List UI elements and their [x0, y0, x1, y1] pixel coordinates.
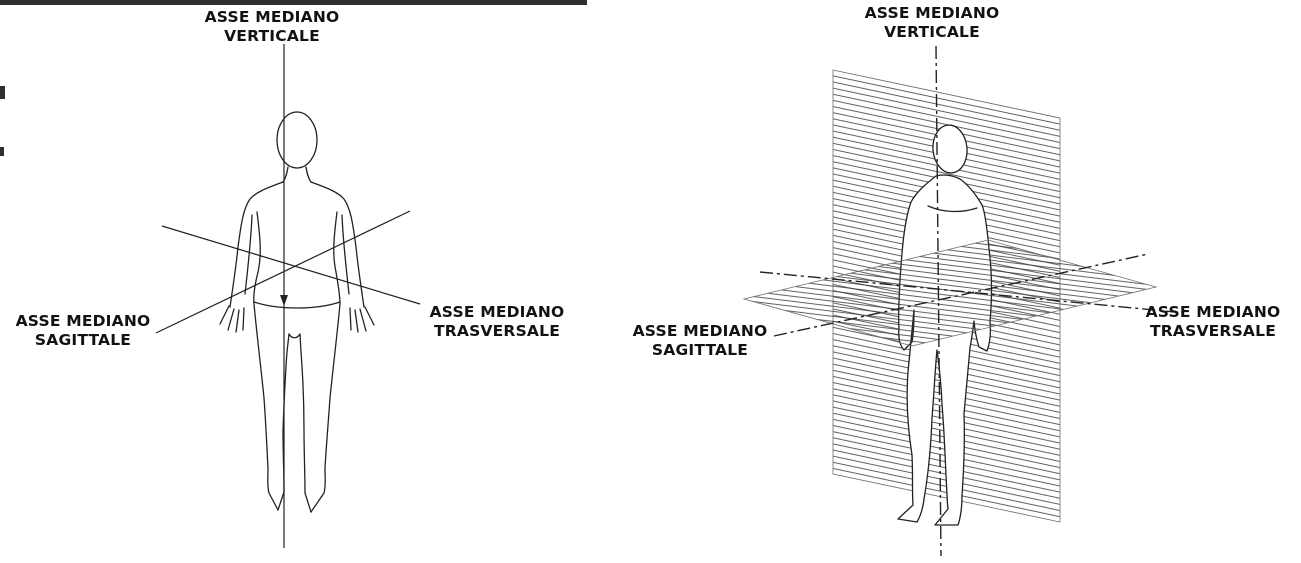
right-figure-collar-line: [927, 205, 978, 213]
scan-artifact-left-mark: [0, 86, 5, 99]
left-figure-left-leg-inner: [277, 333, 290, 511]
left-figure-left-inner-arm: [244, 214, 253, 295]
label-sagittal-axis-left: ASSE MEDIANO SAGITTALE: [16, 312, 151, 350]
left-figure-right-torso: [333, 211, 341, 305]
left-figure-crotch: [288, 333, 301, 339]
axis-arrowhead: [280, 295, 288, 306]
transverse-plane: [742, 239, 1158, 347]
left-figure-left-torso: [253, 211, 261, 305]
left-figure-waistband: [253, 301, 341, 309]
label-line: ASSE MEDIANO: [15, 312, 151, 330]
label-transverse-axis-left: ASSE MEDIANO TRASVERSALE: [430, 303, 565, 341]
label-line: ASSE MEDIANO: [864, 4, 1000, 22]
right-axes: [759, 45, 1176, 557]
scan-artifact-top-bar: [0, 0, 587, 5]
label-line: VERTICALE: [884, 23, 980, 41]
left-figure-left-arm: [229, 181, 284, 308]
label-line: ASSE MEDIANO: [632, 322, 768, 340]
diagonal-axis-line-a: [161, 225, 421, 305]
left-figure-left-hand: [219, 305, 245, 333]
label-line: TRASVERSALE: [1149, 322, 1276, 340]
label-line: SAGITTALE: [651, 341, 749, 359]
label-sagittal-axis-right: ASSE MEDIANO SAGITTALE: [633, 322, 768, 360]
left-figure-right-hand: [349, 306, 375, 333]
label-line: ASSE MEDIANO: [1145, 303, 1281, 321]
vertical-axis-line-right: [935, 45, 942, 557]
label-vertical-axis-right: ASSE MEDIANO VERTICALE: [865, 4, 1000, 42]
label-line: ASSE MEDIANO: [204, 8, 340, 26]
transverse-axis-line: [759, 271, 1176, 313]
sagittal-axis-line: [773, 253, 1149, 337]
left-figure-left-leg-outer: [253, 303, 279, 511]
label-line: VERTICALE: [224, 27, 320, 45]
left-figure-neck: [282, 166, 312, 183]
left-human-figure: [219, 111, 375, 513]
left-axes: [155, 44, 421, 548]
label-line: ASSE MEDIANO: [429, 303, 565, 321]
left-figure-right-arm: [310, 181, 365, 308]
scan-artifacts: [0, 0, 587, 156]
scan-artifact-left-mark: [0, 147, 4, 156]
right-figure-head: [932, 124, 968, 174]
left-figure-right-leg-outer: [310, 303, 341, 513]
label-transverse-axis-right: ASSE MEDIANO TRASVERSALE: [1146, 303, 1281, 341]
label-line: TRASVERSALE: [433, 322, 560, 340]
left-figure-right-inner-arm: [341, 214, 350, 295]
diagonal-axis-line-b: [155, 210, 411, 334]
left-figure-head: [276, 111, 318, 169]
left-figure-right-leg-inner: [299, 333, 312, 513]
label-vertical-axis-left: ASSE MEDIANO VERTICALE: [205, 8, 340, 46]
label-line: SAGITTALE: [34, 331, 132, 349]
